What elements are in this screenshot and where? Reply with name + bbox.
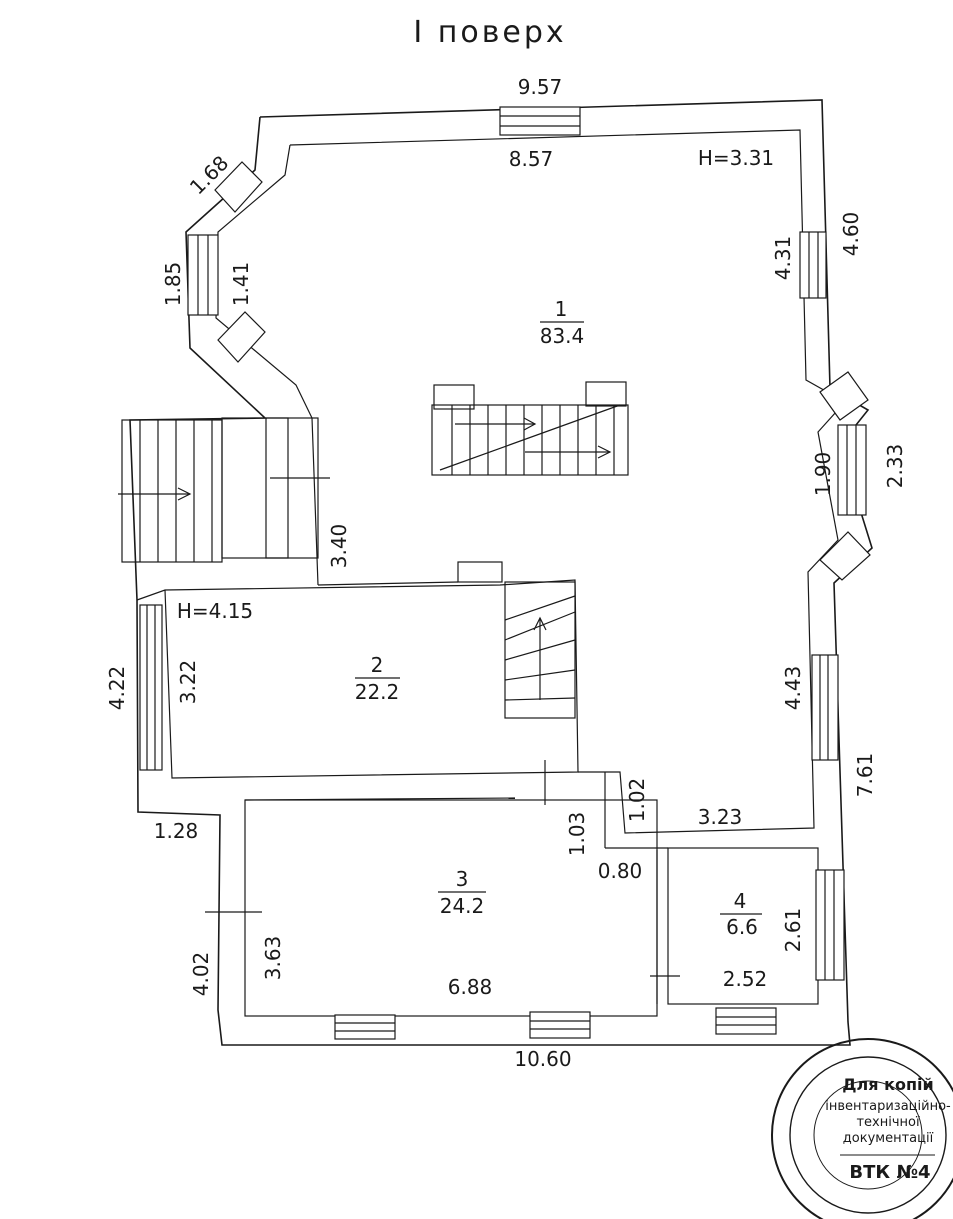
main-stair	[431, 404, 629, 476]
dim-right-bay-inner: 1.90	[811, 452, 835, 497]
room2-wall	[136, 579, 579, 779]
room-4-number: 4	[734, 889, 747, 913]
entrance-steps	[121, 419, 223, 563]
dim-room4-width: 2.52	[723, 967, 768, 991]
room-4-label: 4 6.6	[720, 889, 762, 939]
dim-bottom-outer: 10.60	[514, 1047, 571, 1071]
dim-top-outer: 9.57	[518, 75, 563, 99]
room-2-label: 2 22.2	[355, 653, 400, 704]
stamp-line2: інвентаризаційно-	[825, 1099, 951, 1114]
room-3-area: 24.2	[440, 894, 485, 918]
stamp-line4: документації	[843, 1131, 934, 1146]
dim-height-room2: H=4.15	[177, 599, 253, 623]
stamp-line3: технічної	[856, 1115, 920, 1130]
room-2-area: 22.2	[355, 680, 400, 704]
dim-left-inner-room2: 3.22	[176, 660, 200, 705]
dim-room4-height: 2.61	[781, 908, 805, 953]
dim-step-h: 3.23	[698, 805, 743, 829]
room-1-label: 1 83.4	[540, 297, 585, 348]
entrance-steps-treads	[139, 420, 213, 562]
dim-bay-left-outer: 1.85	[161, 262, 185, 307]
main-stair-post-left	[433, 384, 475, 410]
inner-wall	[289, 129, 846, 834]
dim-right-mid-inner: 4.43	[781, 666, 805, 711]
outer-wall	[129, 99, 873, 1046]
dim-right-top-outer: 4.60	[839, 212, 863, 257]
floor-title: I поверх	[413, 15, 566, 50]
room2-chimney	[457, 561, 503, 583]
dim-step-v: 1.02	[625, 778, 649, 823]
room2-stair	[504, 581, 576, 719]
room2-wall-top	[317, 581, 459, 586]
room-4-area: 6.6	[726, 915, 758, 939]
porch-wall	[221, 417, 319, 559]
stamp-code: ВТК №4	[849, 1162, 930, 1183]
room-2-number: 2	[371, 653, 384, 677]
main-stair-post-right	[585, 381, 627, 407]
dim-height-main: H=3.31	[698, 146, 774, 170]
windows	[187, 106, 871, 1040]
dim-bay-left-inner: 1.41	[229, 262, 253, 307]
main-stair-diagonal	[439, 404, 621, 471]
room-1-number: 1	[555, 297, 568, 321]
dim-corridor-v: 1.03	[565, 812, 589, 857]
bti-stamp: Для копій інвентаризаційно- технічної до…	[771, 1038, 953, 1219]
room2-stair-arrowhead	[533, 616, 547, 631]
dim-top-inner: 8.57	[509, 147, 554, 171]
dim-left-outer-room2: 4.22	[105, 666, 129, 711]
dim-right-bay-outer: 2.33	[883, 444, 907, 489]
room2-window	[139, 604, 163, 771]
dim-corner-left: 1.28	[154, 819, 199, 843]
dim-room3-width: 6.88	[448, 975, 493, 999]
room-3-label: 3 24.2	[438, 867, 486, 918]
dim-stair-wall: 3.40	[327, 524, 351, 569]
porch-inner	[265, 417, 289, 559]
stamp-line1: Для копій	[842, 1075, 933, 1094]
dim-corridor-h: 0.80	[598, 859, 643, 883]
room3-top-wall	[244, 797, 516, 801]
room-3-number: 3	[456, 867, 469, 891]
dim-room3-height: 3.63	[261, 936, 285, 981]
inner-wall-left	[215, 144, 319, 586]
room-1-area: 83.4	[540, 324, 585, 348]
dim-right-lower-outer: 7.61	[853, 753, 877, 798]
dim-left-outer-room3: 4.02	[189, 952, 213, 997]
entrance-arrowhead	[177, 487, 192, 501]
dim-right-top-inner: 4.31	[771, 236, 795, 281]
